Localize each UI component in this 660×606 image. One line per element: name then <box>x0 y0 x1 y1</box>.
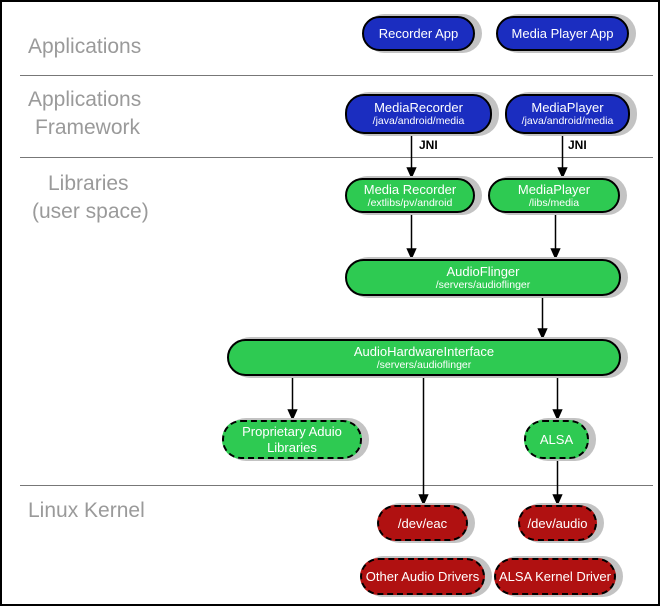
section-divider <box>20 485 653 486</box>
node-title: Other Audio Drivers <box>365 569 480 584</box>
node-title: AudioHardwareInterface <box>353 343 495 359</box>
node-alsa-kernel-driver: ALSA Kernel Driver <box>494 558 616 595</box>
node-mediarecorder-framework: MediaRecorder /java/android/media <box>345 94 492 134</box>
node-alsa: ALSA <box>524 420 589 459</box>
arrowhead <box>418 494 429 506</box>
node-audiohardwareinterface: AudioHardwareInterface /servers/audiofli… <box>227 339 621 376</box>
arrowhead <box>552 409 563 421</box>
node-title: Media Recorder <box>363 181 457 197</box>
node-other-audio-drivers: Other Audio Drivers <box>360 558 485 595</box>
node-title: ALSA <box>539 432 574 447</box>
node-title: Proprietary Aduio Libraries <box>242 423 342 455</box>
arrowhead <box>406 167 417 179</box>
node-subtitle: /servers/audioflinger <box>376 358 472 371</box>
node-media-recorder-lib: Media Recorder /extlibs/pv/android <box>345 178 475 213</box>
node-dev-audio: /dev/audio <box>518 505 597 541</box>
node-subtitle: /java/android/media <box>521 115 614 127</box>
layer-label-linux-kernel: Linux Kernel <box>28 499 145 522</box>
layer-label-libraries-line2: (user space) <box>32 200 149 223</box>
arrowhead <box>552 494 563 506</box>
node-recorder-app: Recorder App <box>362 16 475 51</box>
node-title: MediaRecorder <box>374 100 463 115</box>
node-mediaplayer-lib: MediaPlayer /libs/media <box>488 178 620 213</box>
node-title: ALSA Kernel Driver <box>499 569 611 584</box>
arrowhead <box>287 409 298 421</box>
node-title: Recorder App <box>378 26 459 41</box>
node-subtitle: /servers/audioflinger <box>435 278 531 291</box>
section-divider <box>20 75 653 76</box>
layer-label-framework-line2: Framework <box>35 116 141 139</box>
node-subtitle: /libs/media <box>528 196 580 209</box>
layer-label-libraries-line1: Libraries <box>48 172 129 195</box>
section-divider <box>20 157 653 158</box>
node-proprietary-audio-libraries: Proprietary Aduio Libraries <box>222 420 362 459</box>
jni-label: JNI <box>419 138 438 152</box>
layer-label-framework-line1: Applications <box>28 88 142 111</box>
node-title: Media Player App <box>511 26 614 41</box>
arrowhead <box>550 248 561 260</box>
node-title: /dev/audio <box>527 515 588 531</box>
node-title: /dev/eac <box>397 515 448 531</box>
node-title: MediaPlayer <box>517 181 591 197</box>
node-subtitle: /extlibs/pv/android <box>367 196 453 209</box>
node-title: MediaPlayer <box>531 100 604 115</box>
node-title: AudioFlinger <box>446 263 520 279</box>
arrowhead <box>406 248 417 260</box>
arrowhead <box>537 328 548 340</box>
node-media-player-app: Media Player App <box>496 16 629 51</box>
arrowhead <box>557 167 568 179</box>
node-subtitle: /java/android/media <box>372 115 465 127</box>
node-mediaplayer-framework: MediaPlayer /java/android/media <box>505 94 630 134</box>
layer-label-applications: Applications <box>28 35 142 58</box>
jni-label: JNI <box>568 138 587 152</box>
node-audioflinger: AudioFlinger /servers/audioflinger <box>345 259 621 296</box>
node-dev-eac: /dev/eac <box>377 505 468 541</box>
